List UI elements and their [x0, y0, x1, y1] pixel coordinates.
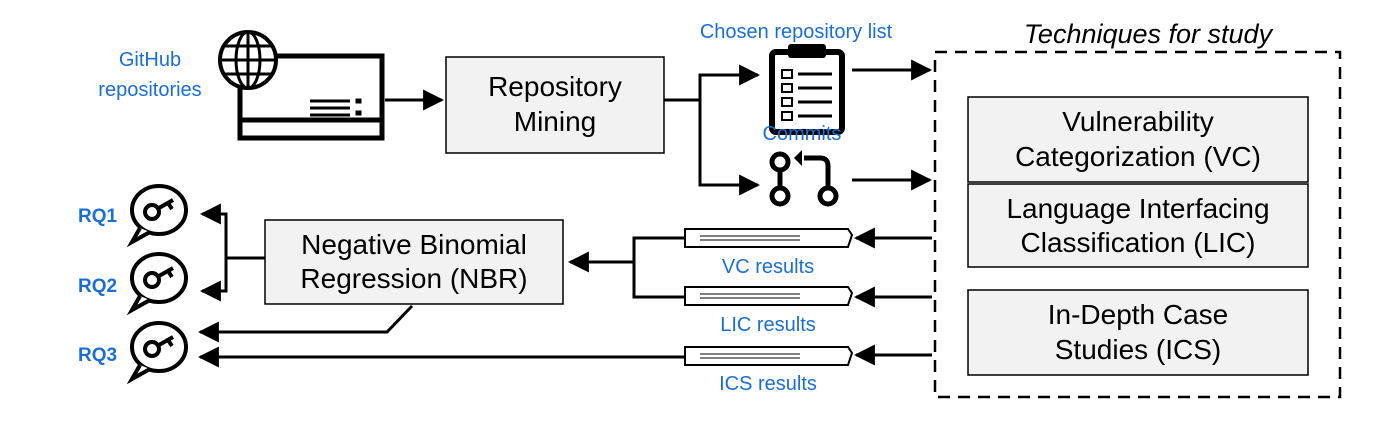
nbr-box: Negative Binomial Regression (NBR)	[264, 219, 564, 305]
lic-line1: Language Interfacing	[1006, 193, 1269, 224]
arrow-results-to-nbr	[567, 236, 685, 299]
commits-label: Commits	[763, 123, 842, 145]
chosen-list-label: Chosen repository list	[700, 21, 893, 43]
techniques-container	[933, 50, 1342, 399]
lic-line2: Classification (LIC)	[1021, 227, 1256, 258]
github-label-line1: GitHub	[119, 49, 181, 71]
lic-results-label: LIC results	[720, 314, 816, 336]
repository-mining-box: Repository Mining	[445, 56, 665, 154]
speech-bubble-key-icon-rq1	[126, 184, 188, 248]
vc-results-label: VC results	[722, 256, 814, 278]
rq2-label: RQ2	[78, 276, 117, 297]
arrow-nbr-to-rq1-rq2	[199, 203, 265, 302]
vc-line2: Categorization (VC)	[1015, 141, 1261, 172]
rq1-label: RQ1	[78, 206, 118, 227]
report-document-icon-vc	[684, 228, 854, 248]
vc-technique-box: Vulnerability Categorization (VC)	[967, 96, 1309, 183]
mining-line1: Repository	[488, 71, 622, 102]
ics-line2: Studies (ICS)	[1055, 334, 1222, 365]
speech-bubble-key-icon-rq2	[126, 252, 188, 316]
nbr-line1: Negative Binomial	[301, 229, 527, 260]
mining-line2: Mining	[514, 106, 596, 137]
nbr-line2: Regression (NBR)	[300, 263, 527, 294]
checklist-document-icon	[769, 44, 845, 135]
report-document-icon-lic	[684, 286, 854, 306]
github-label-line2: repositories	[98, 79, 201, 101]
globe-server-icon	[218, 30, 385, 141]
ics-technique-box: In-Depth Case Studies (ICS)	[967, 289, 1309, 376]
ics-results-label: ICS results	[719, 373, 817, 395]
lic-technique-box: Language Interfacing Classification (LIC…	[967, 183, 1309, 268]
git-pull-request-icon	[769, 150, 839, 207]
ics-line1: In-Depth Case	[1048, 299, 1229, 330]
techniques-title: Techniques for study	[1024, 19, 1274, 49]
rq3-label: RQ3	[78, 345, 117, 366]
arrow-mining-split	[664, 64, 761, 196]
vc-line1: Vulnerability	[1062, 106, 1213, 137]
report-document-icon-ics	[684, 346, 854, 366]
arrow-nbr-to-rq3	[197, 304, 414, 343]
speech-bubble-key-icon-rq3	[126, 321, 188, 385]
